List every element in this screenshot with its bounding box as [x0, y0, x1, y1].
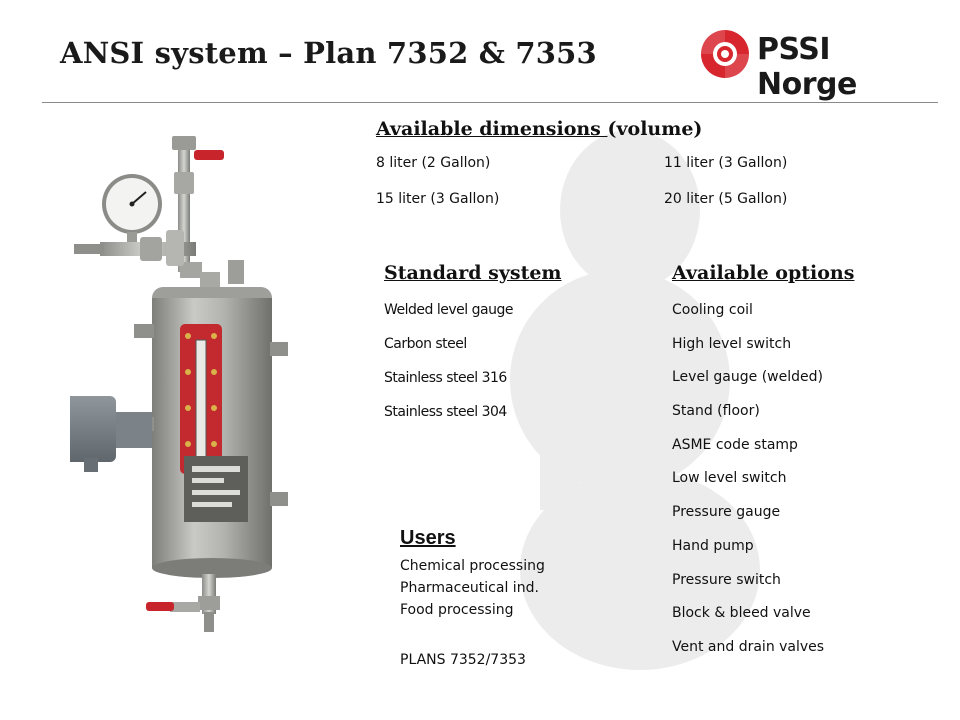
list-item: High level switch: [672, 335, 792, 352]
dimensions-heading-main: Available dimensions: [376, 118, 608, 140]
list-item: Low level switch: [672, 470, 787, 487]
header-divider: [42, 102, 938, 103]
dimensions-heading: Available dimensions (volume): [376, 118, 702, 140]
list-item: Cooling coil: [672, 302, 753, 318]
users-heading: Users: [400, 527, 456, 549]
logo-text: PSSI Norge: [757, 32, 857, 102]
seal-pot-product-image: [70, 136, 288, 632]
list-item: Carbon steel: [384, 336, 467, 352]
pssi-swirl-icon: [701, 30, 749, 78]
available-options-list: Cooling coil High level switch Level gau…: [672, 300, 824, 671]
slide-title: ANSI system – Plan 7352 & 7353: [60, 36, 597, 70]
list-item: Pressure switch: [672, 571, 781, 588]
list-item: Level gauge (welded): [672, 369, 823, 386]
list-item: Block & bleed valve: [672, 605, 811, 622]
list-item: Chemical processing: [400, 558, 545, 574]
dimension-item: 8 liter (2 Gallon): [376, 155, 491, 171]
list-item: Pressure gauge: [672, 504, 781, 521]
standard-system-heading: Standard system: [384, 262, 562, 284]
list-item: ASME code stamp: [672, 436, 798, 453]
dimension-item: 20 liter (5 Gallon): [664, 191, 788, 207]
available-options-heading: Available options: [672, 262, 855, 284]
list-item: Stand (floor): [672, 403, 760, 420]
list-item: Vent and drain valves: [672, 638, 825, 655]
list-item: Pharmaceutical ind.: [400, 580, 539, 596]
list-item: Welded level gauge: [384, 302, 513, 318]
standard-system-list: Welded level gauge Carbon steel Stainles…: [384, 300, 513, 436]
dimension-item: 11 liter (3 Gallon): [664, 155, 788, 171]
dimensions-heading-suffix: (volume): [607, 118, 703, 140]
pssi-norge-logo: PSSI Norge: [697, 26, 937, 102]
list-item: Food processing: [400, 602, 514, 618]
users-list: Chemical processing Pharmaceutical ind. …: [400, 556, 545, 622]
background-watermark: [510, 130, 760, 670]
list-item: Hand pump: [672, 537, 754, 554]
plans-label: PLANS 7352/7353: [400, 652, 526, 668]
list-item: Stainless steel 304: [384, 404, 507, 420]
dimension-item: 15 liter (3 Gallon): [376, 191, 500, 207]
list-item: Stainless steel 316: [384, 370, 507, 386]
